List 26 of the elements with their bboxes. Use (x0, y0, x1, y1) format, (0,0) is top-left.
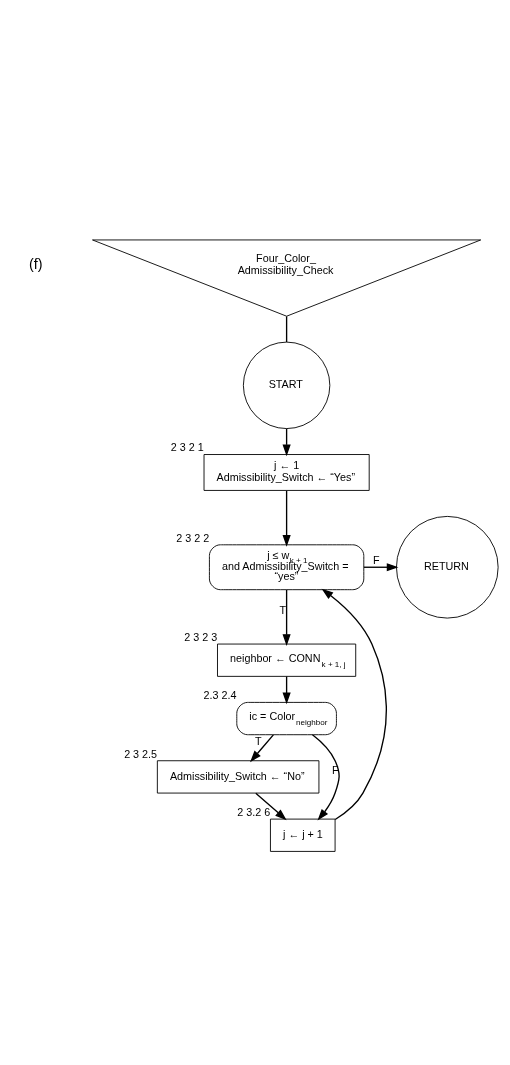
arrow (363, 562, 399, 571)
node-label: 2 3.2 6 (237, 805, 271, 818)
edge-label: T (255, 734, 262, 747)
label: (f) (28, 255, 43, 272)
arrow (311, 733, 340, 821)
node-label: 2 3 2 2 (176, 531, 210, 544)
arrow (282, 588, 291, 646)
edge-label: T (279, 603, 287, 616)
node-box: j ← 1 Admissibility_Switch ← “Yes” (203, 453, 370, 491)
node-box: j ← j + 1 (270, 818, 336, 852)
arrow (255, 792, 287, 820)
node-circle: RETURN (396, 515, 499, 619)
node-box: neighbor ← CONN$_{k + 1, j}$ (217, 643, 357, 677)
arrow (282, 489, 291, 547)
node-label: 2 3 2 3 (184, 630, 218, 643)
node-circle: START (242, 341, 331, 429)
arrow (250, 733, 275, 762)
node-label: 2.3 2.4 (203, 688, 237, 701)
edge-label: F (373, 553, 380, 566)
node-box: Admissibility_Switch ← “No” (156, 759, 320, 793)
node-box: j ≤ w$_{k + 1}$ and Admissibility_Switch = “yes” (208, 543, 365, 590)
arrow (321, 588, 387, 820)
node-label: 2 3 2.5 (124, 747, 158, 760)
node-box: ic = Color$_{neighbor}$ (236, 701, 337, 735)
node-label: 2 3 2 1 (170, 440, 204, 453)
connector (285, 315, 288, 343)
